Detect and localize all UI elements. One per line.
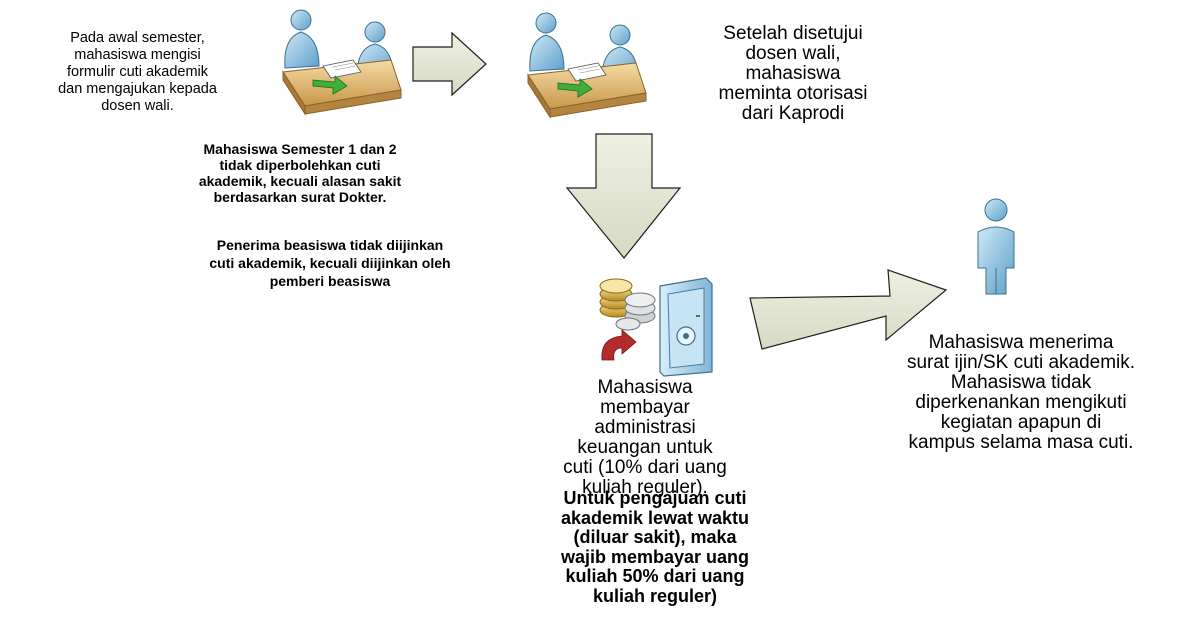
arrow-step2-to-step3 bbox=[565, 133, 682, 259]
arrow-step3-to-step4 bbox=[749, 269, 948, 350]
note-beasiswa: Penerima beasiswa tidak diijinkan cuti a… bbox=[209, 237, 451, 289]
meeting-icon bbox=[282, 9, 402, 115]
step1-text: Pada awal semester, mahasiswa mengisi fo… bbox=[58, 30, 217, 114]
step4-text: Mahasiswa menerima surat ijin/SK cuti ak… bbox=[906, 332, 1136, 453]
meeting-icon bbox=[527, 12, 647, 118]
person-icon bbox=[977, 198, 1015, 295]
step2-text: Setelah disetujui dosen wali, mahasiswa … bbox=[718, 23, 868, 124]
note-semester: Mahasiswa Semester 1 dan 2 tidak diperbo… bbox=[198, 141, 402, 205]
step3-text: Mahasiswa membayar administrasi keuangan… bbox=[563, 377, 727, 498]
payment-safe-icon bbox=[599, 277, 713, 377]
note-late: Untuk pengajuan cuti akademik lewat wakt… bbox=[560, 488, 750, 606]
arrow-step1-to-step2 bbox=[412, 31, 487, 97]
